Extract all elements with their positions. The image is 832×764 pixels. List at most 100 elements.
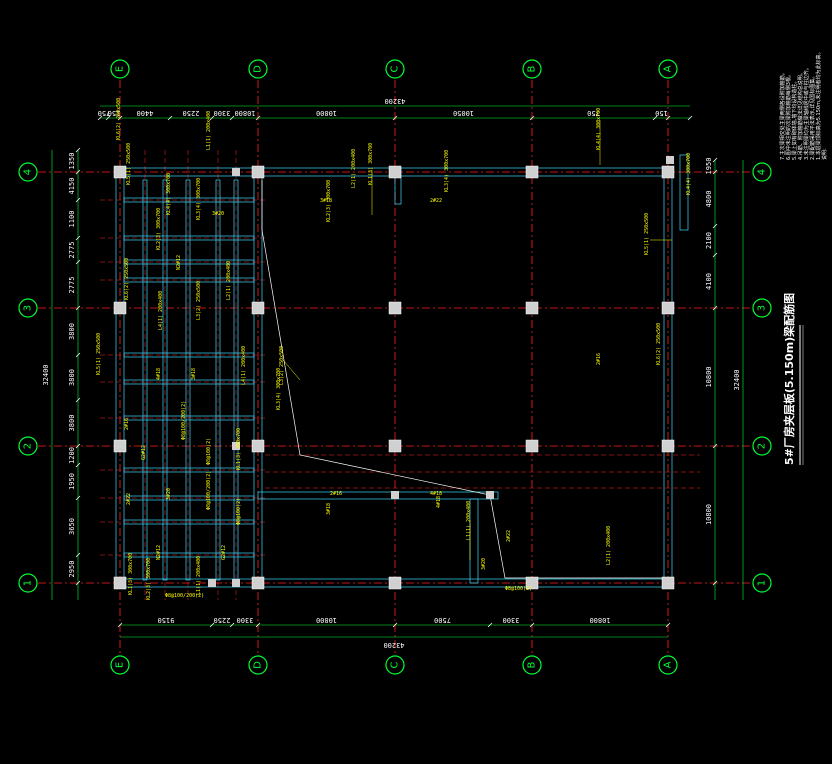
dimension-label: 2250 <box>183 109 200 117</box>
dimension-tick <box>712 580 718 586</box>
dimension-label: 10800 <box>589 616 610 624</box>
dimension-label: 7500 <box>434 616 451 624</box>
beam-label: 3#18 <box>326 503 332 515</box>
beam-label: KL4(4) 300x700 <box>596 108 602 150</box>
beam-label: KL3(4) 300x700 <box>444 150 450 192</box>
dimension-label: 9150 <box>158 616 175 624</box>
bottom-total-dimension: 43200 <box>120 636 668 649</box>
dimension-tick <box>712 443 718 449</box>
dimension-tick <box>75 397 81 403</box>
secondary-beam <box>123 495 255 501</box>
column <box>525 301 539 315</box>
axis-bubble-circle <box>18 436 38 456</box>
column <box>113 576 127 590</box>
axis-grid-lines <box>38 80 752 655</box>
dimension-tick <box>75 235 81 241</box>
axis-bubble-label: C <box>390 661 401 668</box>
column <box>251 301 265 315</box>
dimension-tick <box>167 115 173 121</box>
dimension-tick <box>665 115 671 121</box>
axis-bubble-label: 1 <box>23 580 34 586</box>
axis-bubble-label: B <box>527 661 538 668</box>
column <box>232 442 240 450</box>
dimension-tick <box>117 115 123 121</box>
dimension-label: 2100 <box>705 232 713 249</box>
beam-label: L4(1) 200x400 <box>158 291 164 330</box>
axis-bubble-circle <box>18 298 38 318</box>
column <box>525 576 539 590</box>
axis-bubble-label: 3 <box>23 305 34 311</box>
column <box>525 439 539 453</box>
secondary-beam <box>123 197 255 203</box>
axis-bubble-circle <box>18 162 38 182</box>
beam-label: Φ8@100/200(2) <box>206 471 212 510</box>
note-line: 说明: <box>821 148 828 160</box>
dimension-tick <box>712 157 718 163</box>
column <box>391 491 399 499</box>
axis-bubble-right-3: 3 <box>752 298 772 318</box>
dimension-tick <box>75 147 81 153</box>
beam-label: KL2(3) 300x700 <box>156 208 162 250</box>
axis-bubble-circle <box>522 59 542 79</box>
column <box>486 491 494 499</box>
dimension-label: 3800 <box>68 415 76 432</box>
dimension-tick <box>117 622 123 628</box>
axis-bubble-circle <box>522 655 542 675</box>
axis-bubble-label: 4 <box>23 169 34 175</box>
beam-label: L2(1) 200x400 <box>606 526 612 565</box>
axis-bubble-bottom-D: D <box>248 655 268 675</box>
note-line: 7.主次梁相交处主梁两侧各设附加箍筋。 <box>779 70 786 160</box>
axis-bubble-left-3: 3 <box>18 298 38 318</box>
note-line: 5.梁上如有砌体墙,墙下均设构造柱。 <box>791 79 798 160</box>
dimension-label: 3300 <box>503 616 520 624</box>
column <box>388 165 402 179</box>
column <box>251 439 265 453</box>
left-dimensions: 1350415011002775277538003800380012001950… <box>42 147 81 600</box>
dimension-label: 10800 <box>316 109 337 117</box>
dimension-label: 2775 <box>68 277 76 294</box>
beam-label: 2#16 <box>596 353 602 365</box>
beam-label: KL4(4) 300x700 <box>686 153 692 195</box>
dimension-tick <box>75 580 81 586</box>
beam-label: 2#22 <box>506 530 512 542</box>
dimension-tick <box>97 115 103 121</box>
axis-bubble-bottom-B: B <box>522 655 542 675</box>
beam-label: KL2(3) 300x700 <box>146 558 152 600</box>
column <box>661 576 675 590</box>
beam-label: KL1(3) 300x700 <box>128 553 134 595</box>
beam-label: 4#18 <box>430 491 442 497</box>
axis-bubble-label: D <box>253 661 264 669</box>
axis-bubble-label: E <box>115 66 126 72</box>
dimension-tick <box>75 259 81 265</box>
dimension-tick <box>75 352 81 358</box>
column <box>113 165 127 179</box>
dimension-label: 750 <box>98 109 111 117</box>
dimension-tick <box>487 622 493 628</box>
beam-label: L3(2) 250x500 <box>196 281 202 320</box>
columns <box>113 156 675 590</box>
column <box>251 165 265 179</box>
dimension-total-label: 32400 <box>733 369 741 390</box>
dimension-label: 10800 <box>705 504 713 525</box>
secondary-beam <box>123 259 255 265</box>
dimension-label: 10050 <box>453 109 474 117</box>
dimension-label: 3800 <box>68 369 76 386</box>
axis-bubble-circle <box>110 59 130 79</box>
axis-bubble-label: 3 <box>757 305 768 311</box>
dimension-label: 10800 <box>316 616 337 624</box>
beam-axis-1 <box>257 578 669 588</box>
column <box>661 439 675 453</box>
dimension-tick <box>255 622 261 628</box>
axis-bubble-label: 2 <box>757 443 768 449</box>
dimension-label: 4800 <box>705 191 713 208</box>
note-line: 2.梁配筋采用平法表示,详见国标图集。 <box>809 74 816 160</box>
beam-label: 3#18 <box>191 368 197 380</box>
dimension-label: 1950 <box>705 158 713 175</box>
dimension-tick <box>712 252 718 258</box>
beam-label: KL6(2) 250x500 <box>124 258 130 300</box>
dimension-label: 4100 <box>705 273 713 290</box>
dimension-total-label: 32400 <box>42 364 50 385</box>
dimension-tick <box>529 115 535 121</box>
column <box>388 439 402 453</box>
secondary-beam <box>123 519 255 525</box>
